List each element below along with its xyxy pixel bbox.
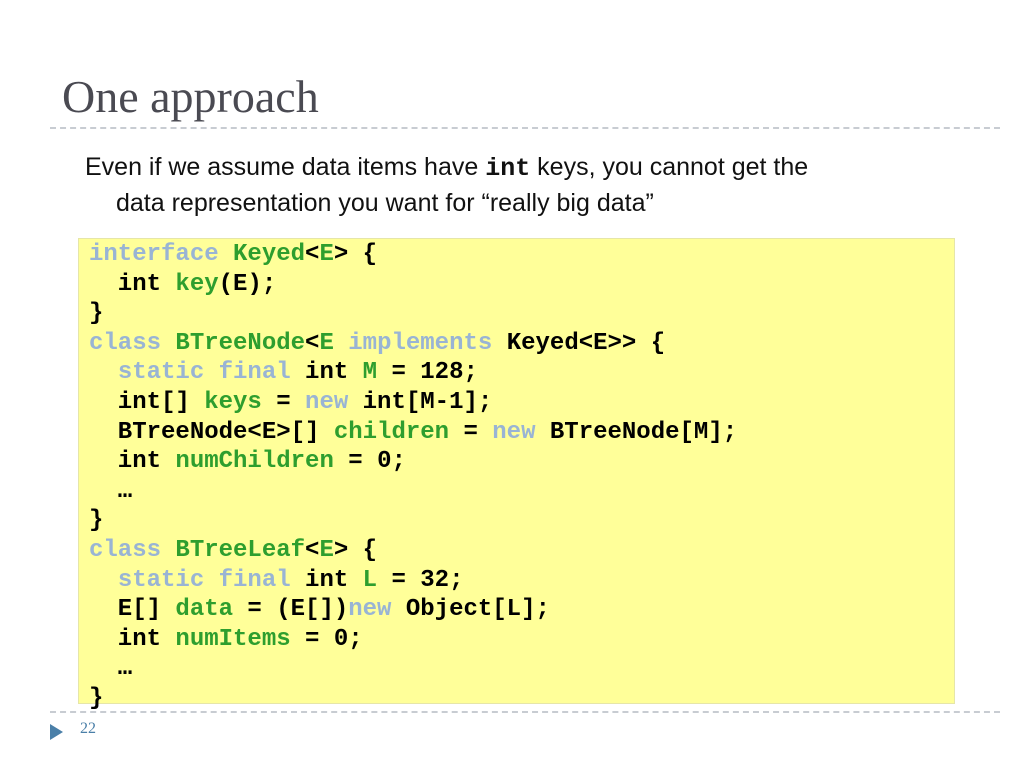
code-token: Object[L]; — [405, 596, 550, 624]
code-token: = 128; — [377, 359, 478, 387]
code-token: … — [89, 655, 133, 683]
body-text-end: keys, you cannot get the — [530, 153, 809, 181]
code-line: static final int M = 128; — [89, 358, 478, 388]
code-token — [89, 359, 118, 386]
code-token — [89, 567, 118, 594]
code-token: < — [305, 329, 320, 357]
code-token: class — [89, 537, 176, 564]
code-token: numItems — [175, 625, 291, 653]
code-token: } — [89, 685, 104, 712]
code-token: keys — [204, 389, 262, 416]
code-token: E — [319, 241, 334, 268]
code-token: int — [89, 270, 176, 298]
code-token: L — [362, 566, 378, 594]
code-token: E — [319, 329, 349, 357]
code-token: E[] — [89, 596, 176, 624]
code-token: int — [89, 625, 176, 653]
code-line: static final int L = 32; — [89, 566, 464, 596]
code-line: int numChildren = 0; — [89, 447, 406, 477]
code-token: int[M-1]; — [362, 389, 493, 416]
code-token: interface — [89, 241, 234, 268]
code-token: = — [261, 389, 306, 416]
code-line: } — [89, 684, 103, 714]
code-token: class — [89, 329, 176, 357]
code-token: M — [362, 359, 378, 387]
code-line: int numItems = 0; — [89, 625, 363, 655]
code-token: Keyed — [233, 241, 306, 268]
code-token: int[] — [89, 389, 205, 416]
body-text-start: Even if we assume data items have — [85, 153, 486, 181]
code-block: interface Keyed<E> { int key(E);}class B… — [78, 238, 955, 712]
code-line: } — [89, 506, 103, 536]
body-paragraph: Even if we assume data items have int ke… — [85, 150, 968, 220]
code-line: interface Keyed<E> { — [89, 240, 377, 270]
code-token: > { — [333, 241, 378, 268]
code-line: int key(E); — [89, 270, 276, 300]
code-line: class BTreeLeaf<E> { — [89, 536, 377, 566]
slide-number: 22 — [80, 720, 96, 737]
code-token: BTreeNode[M]; — [549, 418, 738, 446]
code-token: = 0; — [333, 448, 406, 476]
code-token: implements — [348, 329, 507, 357]
code-line: E[] data = (E[])new Object[L]; — [89, 595, 550, 625]
code-token: … — [89, 477, 133, 505]
code-token: BTreeNode — [175, 329, 306, 357]
slide-title: One approach — [62, 71, 319, 122]
code-line: … — [89, 477, 132, 507]
code-token: = 0; — [290, 625, 363, 653]
code-token: < — [305, 241, 320, 268]
code-token: new — [492, 418, 550, 446]
code-token: = (E[]) — [233, 596, 349, 624]
footer-divider — [50, 711, 1000, 713]
body-text-line2: data representation you want for “really… — [116, 189, 654, 217]
code-token: int — [305, 359, 363, 387]
code-token: key — [175, 270, 219, 298]
code-token: > { — [333, 537, 378, 564]
code-line: int[] keys = new int[M-1]; — [89, 388, 492, 418]
code-token: Keyed<E>> { — [506, 329, 666, 357]
code-token: < — [305, 537, 320, 564]
title-divider — [50, 127, 1000, 129]
code-token: (E); — [218, 270, 277, 298]
code-token: int — [89, 448, 176, 476]
code-token: = — [449, 418, 493, 446]
code-token: BTreeLeaf — [175, 537, 306, 564]
code-token: numChildren — [175, 448, 334, 476]
inline-code-int: int — [485, 154, 531, 183]
code-token: int — [305, 566, 363, 594]
code-line: } — [89, 299, 103, 329]
code-token: } — [89, 300, 104, 328]
code-line: … — [89, 654, 132, 684]
code-token: new — [348, 596, 406, 624]
code-token: E — [319, 537, 334, 564]
code-token: BTreeNode<E>[] — [89, 418, 334, 446]
code-token: = 32; — [377, 566, 464, 594]
code-token: data — [175, 596, 234, 624]
triangle-right-icon — [50, 724, 63, 740]
code-token: static final — [117, 566, 306, 594]
code-line: class BTreeNode<E implements Keyed<E>> { — [89, 329, 665, 359]
code-token: } — [89, 507, 104, 535]
code-token: static final — [117, 359, 306, 387]
code-token: children — [333, 418, 450, 446]
code-token: new — [305, 389, 363, 416]
code-line: BTreeNode<E>[] children = new BTreeNode[… — [89, 418, 737, 448]
